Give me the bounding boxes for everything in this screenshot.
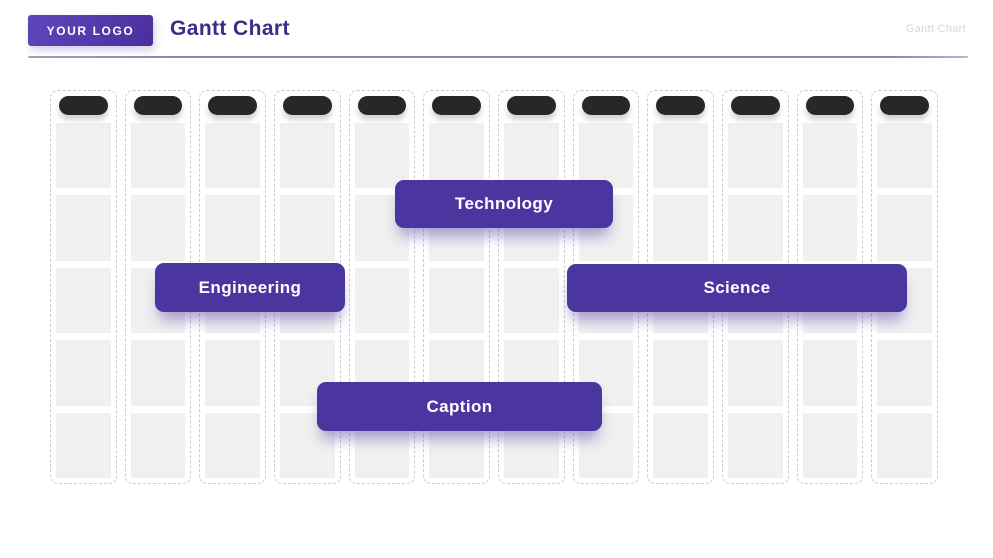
- grid-cell: [727, 412, 783, 479]
- grid-cell: [279, 195, 335, 261]
- grid-cell: [130, 123, 186, 189]
- column-header-pill: [880, 96, 929, 115]
- task-bar-caption: Caption: [317, 382, 602, 431]
- column-header-pill: [730, 96, 780, 115]
- grid-cell: [877, 195, 932, 261]
- grid-cell: [877, 412, 932, 479]
- task-bar-technology: Technology: [395, 180, 613, 228]
- grid-cell: [205, 340, 260, 406]
- gantt-column: [50, 90, 117, 484]
- grid-cell: [653, 195, 708, 261]
- grid-cell: [56, 412, 111, 479]
- column-header-pill: [59, 96, 108, 115]
- grid-cell: [130, 195, 186, 261]
- grid-cell: [56, 123, 111, 189]
- grid-cell: [802, 195, 858, 261]
- grid-cell: [802, 123, 858, 189]
- grid-cell: [56, 340, 111, 406]
- column-header-pill: [432, 96, 481, 115]
- grid-cell: [205, 195, 260, 261]
- grid-cell: [429, 123, 484, 189]
- column-header-pill: [805, 96, 855, 115]
- column-header-pill: [656, 96, 705, 115]
- logo-text: YOUR LOGO: [46, 23, 135, 38]
- grid-cell: [727, 195, 783, 261]
- grid-cell: [354, 267, 410, 334]
- column-header-pill: [282, 96, 332, 115]
- grid-cell: [653, 412, 708, 479]
- grid-cell: [877, 340, 932, 406]
- grid-cell: [802, 412, 858, 479]
- task-bar-engineering: Engineering: [155, 263, 345, 312]
- grid-cell: [727, 123, 783, 189]
- grid-cell: [205, 123, 260, 189]
- grid-cell: [503, 267, 559, 334]
- grid-cell: [354, 123, 410, 189]
- grid-cell: [802, 340, 858, 406]
- grid-cell: [429, 267, 484, 334]
- grid-cell: [653, 340, 708, 406]
- grid-cell: [578, 123, 634, 189]
- grid-cell: [130, 412, 186, 479]
- column-header-pill: [208, 96, 257, 115]
- watermark-label: Gantt Chart: [905, 23, 966, 35]
- grid-cell: [130, 340, 186, 406]
- logo-badge: YOUR LOGO: [28, 15, 153, 46]
- task-bar-science: Science: [567, 264, 907, 312]
- grid-cell: [279, 123, 335, 189]
- grid-cell: [877, 123, 932, 189]
- grid-cell: [56, 195, 111, 261]
- grid-cell: [727, 340, 783, 406]
- grid-cell: [503, 123, 559, 189]
- column-header-pill: [581, 96, 631, 115]
- grid-cell: [56, 267, 111, 334]
- grid-cell: [653, 123, 708, 189]
- column-header-pill: [357, 96, 407, 115]
- grid-cell: [205, 412, 260, 479]
- column-header-pill: [506, 96, 556, 115]
- page-title: Gantt Chart: [170, 17, 290, 40]
- column-header-pill: [133, 96, 183, 115]
- header-divider: [28, 56, 968, 58]
